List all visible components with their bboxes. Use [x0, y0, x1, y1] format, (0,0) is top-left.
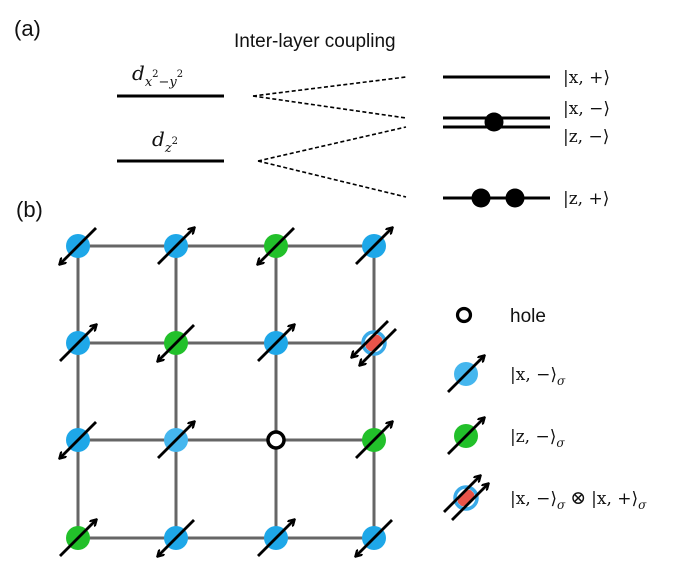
panel-a-label: (a) [14, 16, 41, 41]
spin-up-arrow-icon [157, 228, 194, 265]
spin-up-arrow-icon [59, 325, 96, 362]
lattice-site [266, 430, 286, 450]
coupling-line [252, 95, 407, 119]
spin-up-arrow-icon [451, 484, 488, 521]
legend-label-z-minus: |z, −⟩σ [510, 427, 565, 450]
svg-text:dz2: dz2 [152, 127, 178, 156]
level-label-x-plus: |x, +⟩ [563, 68, 610, 88]
hole-icon [266, 430, 286, 450]
lattice-site [355, 422, 392, 459]
spin-up-arrow-icon [355, 422, 392, 459]
lattice-site [157, 228, 194, 265]
spin-down-arrow-icon [352, 320, 389, 357]
spin-down-arrow-icon [356, 519, 393, 556]
level-label-x-minus: |x, −⟩ [563, 99, 610, 119]
electron-dot [505, 188, 525, 208]
coupling-lines [252, 76, 407, 198]
lattice-site [352, 320, 397, 365]
spin-down-arrow-icon [158, 324, 195, 361]
legend-label-doublon: |x, −⟩σ⊗|x, +⟩σ [510, 487, 647, 512]
lattice-site [257, 520, 294, 557]
spin-up-arrow-icon [59, 520, 96, 557]
green-spin-up-icon [447, 418, 484, 455]
legend-label-x-minus: |x, −⟩σ [510, 365, 566, 388]
spin-down-arrow-icon [60, 421, 97, 458]
spin-up-arrow-icon [257, 325, 294, 362]
blue-spin-up-icon [447, 356, 484, 393]
spin-up-arrow-icon [257, 520, 294, 557]
lattice-site [157, 422, 194, 459]
lattice-site [257, 325, 294, 362]
lattice-site [258, 227, 295, 264]
coupling-line [257, 160, 407, 198]
electron-dot [484, 112, 504, 132]
lattice-site [356, 519, 393, 556]
coupling-line [252, 76, 407, 97]
svg-text:dx2−y2: dx2−y2 [132, 61, 183, 90]
spin-down-arrow-icon [60, 227, 97, 264]
doublon-core [457, 489, 475, 507]
lattice-site [158, 324, 195, 361]
spin-up-arrow-icon [355, 228, 392, 265]
lattice [59, 227, 397, 557]
lattice-site [60, 227, 97, 264]
spin-down-arrow-icon [258, 227, 295, 264]
level-label-z-minus: |z, −⟩ [563, 127, 609, 147]
level-label-z-plus: |z, +⟩ [563, 189, 609, 209]
orbital-label-dz2: dz2 [152, 127, 178, 156]
spin-up-arrow-icon [157, 422, 194, 459]
panel-a-title: Inter-layer coupling [234, 31, 396, 52]
spin-down-arrow-icon [360, 328, 397, 365]
hole-icon [455, 306, 473, 324]
coupling-line [257, 126, 407, 162]
lattice-site [355, 228, 392, 265]
lattice-site [158, 519, 195, 556]
doublon-spin-icon [443, 476, 488, 521]
lattice-site [59, 520, 96, 557]
legend-label-hole: hole [510, 306, 546, 327]
doublon-core [365, 334, 383, 352]
electron-dot [471, 188, 491, 208]
spin-down-arrow-icon [158, 519, 195, 556]
spin-up-arrow-icon [443, 476, 480, 513]
legend: hole |x, −⟩σ |z, −⟩σ |x, −⟩σ⊗|x, +⟩σ [443, 306, 647, 521]
panel-b-label: (b) [16, 197, 43, 222]
spin-up-arrow-icon [447, 356, 484, 393]
lattice-site [60, 421, 97, 458]
lattice-site [59, 325, 96, 362]
spin-up-arrow-icon [447, 418, 484, 455]
legend-item-hole: hole [455, 306, 546, 327]
orbital-label-dx2y2: dx2−y2 [132, 61, 183, 90]
